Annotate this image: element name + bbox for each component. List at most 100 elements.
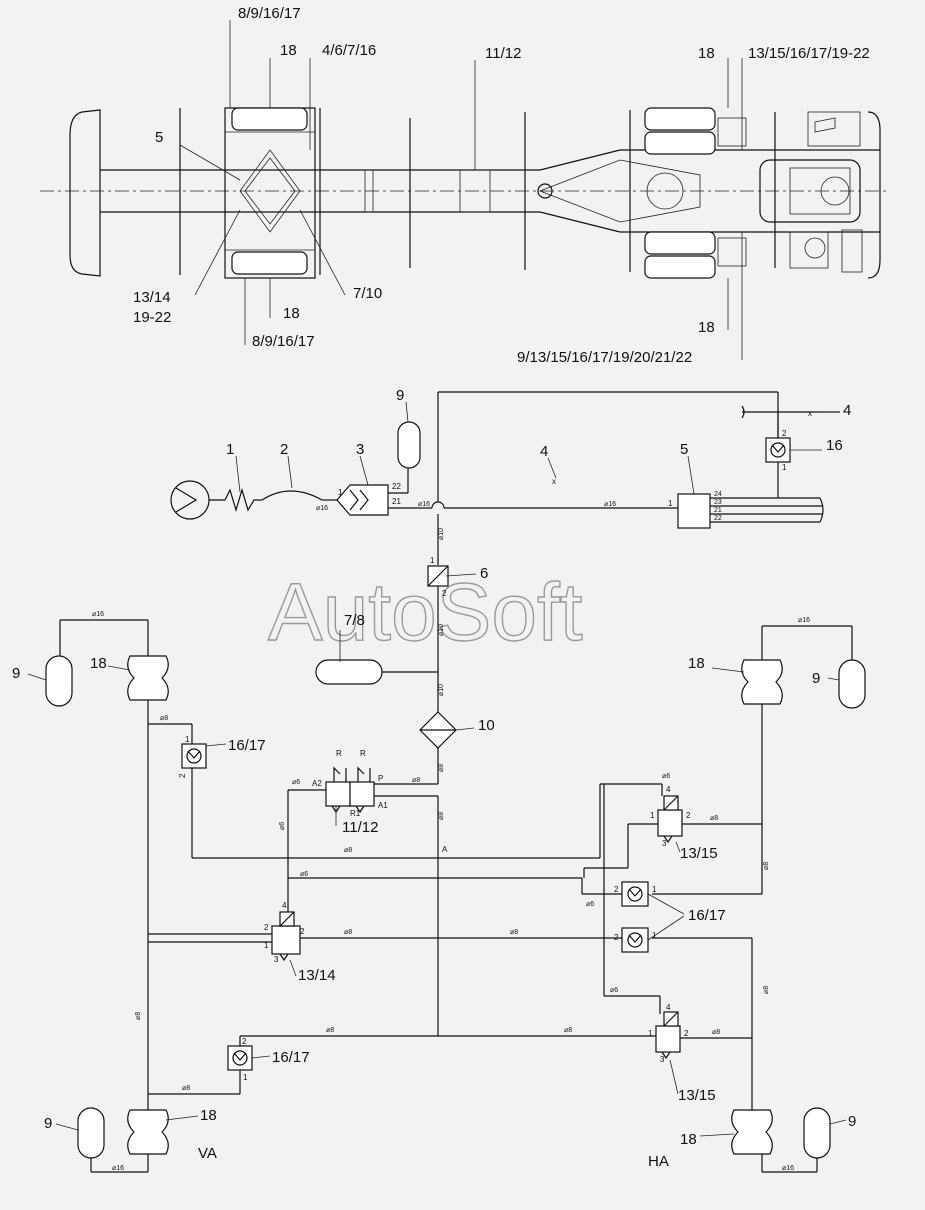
svg-text:3: 3: [274, 955, 279, 964]
svg-text:⌀8: ⌀8: [763, 986, 770, 994]
svg-text:2: 2: [614, 933, 619, 942]
svg-text:⌀6: ⌀6: [279, 822, 286, 830]
svg-text:⌀8: ⌀8: [182, 1085, 190, 1092]
svg-text:1: 1: [650, 811, 655, 820]
svg-text:⌀8: ⌀8: [438, 812, 445, 820]
svg-text:⌀8: ⌀8: [160, 715, 168, 722]
tank-7-8-icon: [315, 659, 383, 685]
label-19-22: 19-22: [133, 309, 171, 326]
label-13-14: 13/14: [133, 289, 171, 306]
svg-text:1: 1: [243, 1073, 248, 1082]
label-13-15-bottom: 13/15: [678, 1087, 716, 1104]
svg-text:A1: A1: [378, 801, 388, 810]
svg-text:A2: A2: [312, 779, 322, 788]
label-9-13-22: 9/13/15/16/17/19/20/21/22: [517, 349, 692, 366]
label-4-6-7-16: 4/6/7/16: [322, 42, 376, 59]
svg-text:2: 2: [442, 589, 447, 598]
check-valve-16-17-right-a-icon: [621, 881, 649, 907]
label-7-10: 7/10: [353, 285, 382, 302]
label-18-top-right: 18: [698, 45, 715, 62]
svg-text:1: 1: [185, 735, 190, 744]
svg-text:⌀10: ⌀10: [438, 624, 445, 636]
tank-9-left-top-icon: [45, 655, 73, 707]
bellows-18-right-top-icon: [741, 659, 783, 705]
svg-text:3: 3: [660, 1055, 665, 1064]
svg-text:2: 2: [264, 923, 269, 932]
svg-text:⌀8: ⌀8: [710, 815, 718, 822]
label-9-right-top: 9: [812, 670, 820, 687]
valve-12-right-icon: [349, 781, 375, 807]
svg-text:⌀16: ⌀16: [418, 501, 430, 508]
tank-9-right-bottom-icon: [803, 1107, 831, 1159]
label-18-right-top: 18: [688, 655, 705, 672]
svg-text:3: 3: [662, 839, 667, 848]
svg-text:⌀8: ⌀8: [510, 929, 518, 936]
unit-3-icon: [336, 484, 389, 516]
label-18-bottom: 18: [283, 305, 300, 322]
label-18-left-top: 18: [90, 655, 107, 672]
svg-text:4: 4: [666, 1003, 671, 1012]
svg-text:⌀16: ⌀16: [92, 611, 104, 618]
svg-text:⌀6: ⌀6: [662, 773, 670, 780]
label-4-mid: 4: [540, 443, 548, 460]
svg-text:1: 1: [430, 556, 435, 565]
svg-text:⌀8: ⌀8: [135, 1012, 142, 1020]
svg-text:2: 2: [300, 927, 305, 936]
tank-9-top-icon: [397, 421, 421, 469]
svg-text:1: 1: [648, 1029, 653, 1038]
label-8-9-16-17-bottom: 8/9/16/17: [252, 333, 315, 350]
svg-text:x: x: [808, 409, 812, 418]
label-9-right-bottom: 9: [848, 1113, 856, 1130]
svg-text:2: 2: [686, 811, 691, 820]
check-valve-16-17-left-bottom-icon: [227, 1045, 253, 1071]
svg-text:⌀6: ⌀6: [300, 871, 308, 878]
check-valve-16-17-right-b-icon: [621, 927, 649, 953]
svg-text:22: 22: [392, 482, 401, 491]
svg-text:⌀6: ⌀6: [610, 987, 618, 994]
unit-5-icon: [677, 493, 711, 529]
label-9-left-bottom: 9: [44, 1115, 52, 1132]
label-3: 3: [356, 441, 364, 458]
label-18-left-bottom: 18: [200, 1107, 217, 1124]
svg-text:A: A: [442, 845, 448, 854]
bellows-18-left-bottom-icon: [127, 1109, 169, 1155]
svg-text:1: 1: [652, 931, 657, 940]
label-16-17-left-top: 16/17: [228, 737, 266, 754]
svg-text:24: 24: [714, 491, 722, 498]
svg-text:⌀8: ⌀8: [763, 862, 770, 870]
label-18-bottom-right: 18: [698, 319, 715, 336]
front-axle-circuit: 9 18 16/17 11/12 13/14 16/17 9 18 VA ⌀16…: [12, 611, 662, 1173]
svg-text:⌀10: ⌀10: [438, 684, 445, 696]
bellows-18-left-top-icon: [127, 655, 169, 701]
svg-text:R: R: [360, 749, 366, 758]
chassis-top-view: 8/9/16/17 18 4/6/7/16 11/12 18 13/15/16/…: [40, 5, 890, 366]
level-valve-13-14-icon: [271, 925, 301, 955]
svg-text:21: 21: [714, 507, 722, 514]
svg-text:⌀8: ⌀8: [564, 1027, 572, 1034]
label-11-12: 11/12: [342, 819, 378, 836]
check-valve-16-17-left-top-icon: [181, 743, 207, 769]
svg-text:⌀16: ⌀16: [798, 617, 810, 624]
label-ha: HA: [648, 1153, 669, 1170]
level-valve-13-15-bottom-icon: [655, 1025, 681, 1053]
svg-text:22: 22: [714, 515, 722, 522]
svg-text:⌀8: ⌀8: [712, 1029, 720, 1036]
svg-text:⌀16: ⌀16: [782, 1165, 794, 1172]
label-8-9-16-17-top: 8/9/16/17: [238, 5, 301, 22]
label-16-17-right: 16/17: [688, 907, 726, 924]
compressor-icon: [170, 480, 210, 520]
label-13-14: 13/14: [298, 967, 336, 984]
svg-text:1: 1: [264, 941, 269, 950]
valve-11-left-icon: [325, 781, 351, 807]
label-9-left: 9: [12, 665, 20, 682]
svg-text:R: R: [336, 749, 342, 758]
svg-text:⌀8: ⌀8: [438, 764, 445, 772]
svg-text:x: x: [552, 477, 556, 486]
svg-text:1: 1: [338, 488, 343, 497]
tank-9-left-bottom-icon: [77, 1107, 105, 1159]
svg-text:⌀16: ⌀16: [112, 1165, 124, 1172]
label-9-top: 9: [396, 387, 404, 404]
tank-9-right-top-icon: [838, 659, 866, 709]
label-va: VA: [198, 1145, 217, 1162]
